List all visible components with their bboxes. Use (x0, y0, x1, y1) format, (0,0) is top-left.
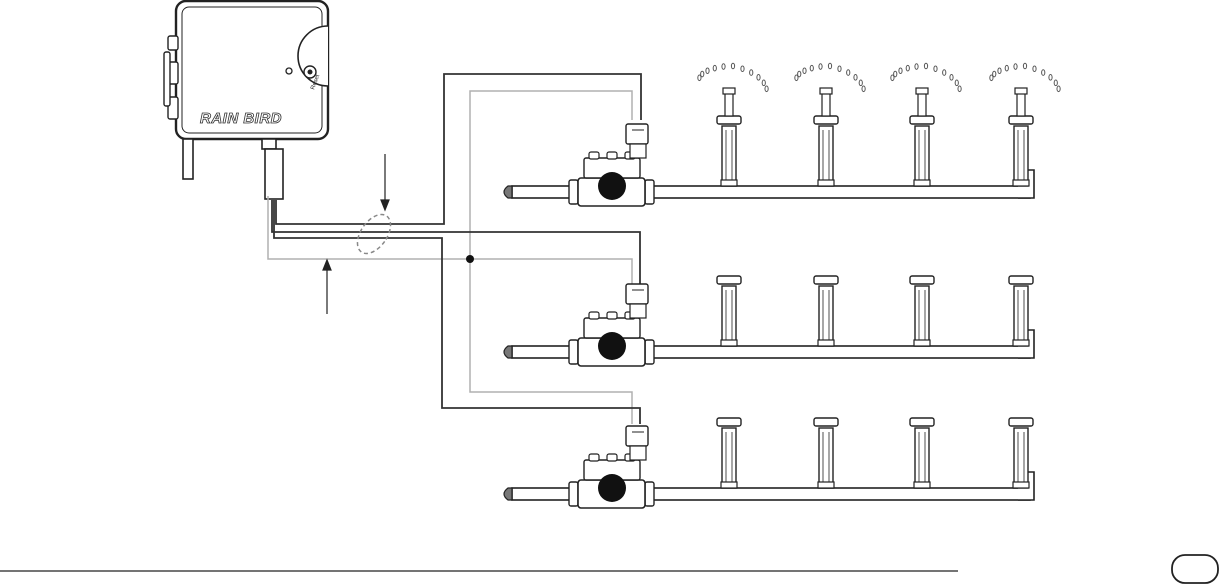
zone-assemblies (504, 63, 1060, 508)
water-spray-icon (795, 63, 865, 91)
valve-diaphragm (598, 172, 626, 200)
brand-logo: RAIN BIRD (200, 110, 282, 127)
solenoid-valve-1 (569, 124, 654, 206)
sprinkler-head (990, 63, 1060, 186)
wire-bundle-highlight (351, 209, 398, 260)
water-spray-icon (698, 63, 768, 91)
pipe-inlet-cap (504, 346, 512, 358)
sprinkler-head (814, 418, 838, 488)
solenoid-valve-3 (569, 426, 654, 508)
water-spray-icon (891, 63, 961, 91)
pipe-inlet-cap (504, 488, 512, 500)
sprinkler-head (717, 418, 741, 488)
sprinkler-riser (822, 92, 830, 116)
sprinkler-head (698, 63, 768, 186)
sprinkler-head (717, 276, 741, 346)
zone-1 (504, 63, 1060, 206)
wire-splice-node (466, 255, 474, 263)
water-spray-icon (990, 63, 1060, 91)
controller-unit: Reset RAIN BIRD (164, 1, 328, 199)
zone-3 (504, 418, 1034, 508)
pipe-inlet-cap (504, 186, 512, 198)
solenoid-valve-2 (569, 284, 654, 366)
sprinkler-head (814, 276, 838, 346)
page-number-badge (1172, 555, 1218, 583)
valve-diaphragm (598, 332, 626, 360)
sprinkler-riser (918, 92, 926, 116)
controller-conduit (183, 139, 283, 199)
solenoid (626, 124, 648, 144)
sprinkler-head (795, 63, 865, 186)
sprinkler-head (910, 418, 934, 488)
sprinkler-riser (725, 92, 733, 116)
common-wire (268, 91, 632, 424)
controller-hinges (164, 36, 178, 119)
zone-2 (504, 276, 1034, 366)
callout-arrow-up (323, 260, 331, 314)
sprinkler-head (891, 63, 961, 186)
solenoid (626, 426, 648, 446)
sprinkler-riser (1017, 92, 1025, 116)
solenoid (626, 284, 648, 304)
zone-wire-3 (274, 200, 640, 424)
valve-diaphragm (598, 474, 626, 502)
callout-arrow-down (381, 154, 389, 210)
sprinkler-head (910, 276, 934, 346)
